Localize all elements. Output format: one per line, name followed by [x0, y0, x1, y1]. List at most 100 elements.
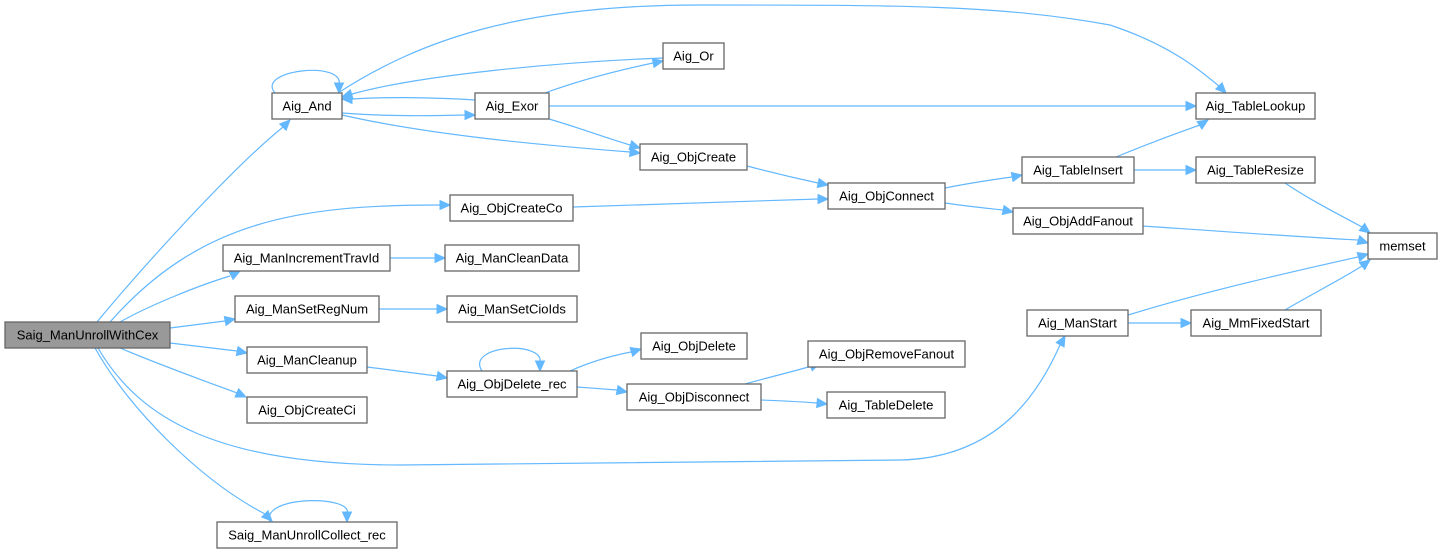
edge-aig-exor-to-aig-objcreate	[548, 118, 642, 151]
node-label: Aig_ObjDelete_rec	[457, 377, 567, 392]
edge-aig-mansetregnum-to-aig-mansetcioids	[379, 303, 449, 315]
node-label: Aig_ObjCreateCi	[258, 403, 356, 418]
arrowhead-icon	[234, 387, 248, 398]
arrowhead-icon	[816, 397, 829, 409]
node-label: Aig_ObjCreate	[651, 150, 736, 165]
edge-aig-objdelete-rec-to-aig-objdelete-rec	[479, 347, 546, 373]
edge-saig-manunrollwithcex-to-aig-mancleanup	[169, 342, 249, 357]
node-label: Aig_ManCleanData	[456, 251, 570, 266]
arrowhead-icon	[1356, 251, 1370, 263]
edge-line	[944, 202, 1004, 211]
arrowhead-icon	[1185, 164, 1198, 176]
edge-line	[341, 114, 631, 153]
node-aig-mancleanup[interactable]: Aig_ManCleanup	[246, 346, 368, 374]
arrowhead-icon	[340, 88, 354, 100]
edge-aig-objconnect-to-aig-objaddfanout	[944, 202, 1015, 216]
edge-line	[341, 112, 466, 117]
node-label: Aig_TableInsert	[1033, 163, 1123, 178]
arrowhead-icon	[1185, 100, 1198, 112]
edge-line	[760, 399, 818, 404]
node-label: Saig_ManUnrollCollect_rec	[228, 528, 386, 543]
edge-aig-and-to-aig-tablelookup	[337, 4, 1227, 94]
arrowhead-icon	[629, 346, 643, 358]
edge-line	[351, 97, 476, 101]
node-aig-mancleandata[interactable]: Aig_ManCleanData	[444, 244, 580, 272]
node-label: Aig_Or	[673, 49, 714, 64]
arrowhead-icon	[1356, 234, 1370, 246]
node-label: Saig_ManUnrollWithCex	[17, 328, 159, 343]
node-label: Aig_TableResize	[1207, 163, 1304, 178]
node-label: Aig_ManSetRegNum	[246, 302, 368, 317]
node-aig-objaddfanout[interactable]: Aig_ObjAddFanout	[1012, 207, 1144, 235]
node-aig-tabledelete[interactable]: Aig_TableDelete	[826, 391, 946, 419]
node-label: Aig_TableLookup	[1206, 99, 1306, 114]
node-aig-manstart[interactable]: Aig_ManStart	[1026, 309, 1129, 337]
node-aig-objcreateci[interactable]: Aig_ObjCreateCi	[246, 396, 368, 424]
node-aig-objdelete-rec[interactable]: Aig_ObjDelete_rec	[446, 370, 578, 398]
arrowhead-icon	[1358, 259, 1371, 271]
arrowhead-icon	[628, 139, 642, 151]
arrowhead-icon	[223, 315, 237, 327]
arrowhead-icon	[629, 146, 642, 158]
edge-line	[1284, 182, 1363, 228]
node-label: Aig_ObjDelete	[652, 339, 736, 354]
edge-saig-manunrollcollect-rec-to-saig-manunrollcollect-rec	[268, 500, 353, 524]
edge-line	[169, 320, 226, 329]
edge-aig-objcreateco-to-aig-objconnect	[572, 193, 830, 208]
arrowhead-icon	[1358, 222, 1371, 234]
node-aig-tableinsert[interactable]: Aig_TableInsert	[1021, 156, 1135, 184]
node-saig-manunrollwithcex[interactable]: Saig_ManUnrollWithCex	[4, 321, 171, 349]
edge-line	[576, 386, 618, 391]
node-label: memset	[1379, 239, 1426, 254]
node-label: Aig_TableDelete	[839, 398, 934, 413]
edges-layer	[94, 4, 1371, 524]
node-label: Aig_And	[282, 99, 331, 114]
edge-aig-exor-to-aig-and	[340, 93, 476, 105]
edge-line	[351, 57, 664, 95]
edge-aig-objconnect-to-aig-tableinsert	[944, 171, 1024, 189]
edge-aig-exor-to-aig-tablelookup	[549, 100, 1198, 112]
edge-line	[268, 500, 348, 523]
node-aig-objdelete[interactable]: Aig_ObjDelete	[640, 332, 748, 360]
edge-aig-objdisconnect-to-aig-tabledelete	[760, 397, 829, 409]
edge-aig-objdelete-rec-to-aig-objdisconnect	[576, 384, 629, 396]
arrowhead-icon	[1010, 171, 1024, 183]
node-memset[interactable]: memset	[1367, 232, 1438, 260]
arrowhead-icon	[1214, 81, 1227, 94]
node-aig-and[interactable]: Aig_And	[271, 92, 343, 120]
edge-line	[1142, 225, 1359, 241]
edge-line	[744, 365, 813, 385]
edge-line	[548, 118, 631, 146]
node-aig-mmfixedstart[interactable]: Aig_MmFixedStart	[1190, 309, 1322, 337]
arrowhead-icon	[439, 199, 452, 211]
arrowhead-icon	[435, 370, 449, 382]
edge-line	[337, 4, 1221, 94]
node-aig-objcreate[interactable]: Aig_ObjCreate	[639, 143, 748, 171]
edge-aig-tableinsert-to-aig-tablelookup	[1115, 119, 1210, 158]
edge-line	[271, 69, 340, 94]
node-aig-manincrementtravid[interactable]: Aig_ManIncrementTravId	[222, 244, 391, 272]
node-aig-objdisconnect[interactable]: Aig_ObjDisconnect	[626, 383, 762, 411]
node-aig-exor[interactable]: Aig_Exor	[474, 92, 550, 120]
node-label: Aig_ManStart	[1038, 316, 1117, 331]
edge-aig-tableresize-to-memset	[1284, 182, 1371, 234]
arrowhead-icon	[817, 193, 830, 205]
node-aig-objremovefanout[interactable]: Aig_ObjRemoveFanout	[807, 340, 966, 368]
node-saig-manunrollcollect-rec[interactable]: Saig_ManUnrollCollect_rec	[216, 521, 398, 549]
node-aig-objconnect[interactable]: Aig_ObjConnect	[827, 182, 946, 210]
arrowhead-icon	[816, 177, 830, 189]
node-aig-tableresize[interactable]: Aig_TableResize	[1195, 156, 1316, 184]
node-aig-objcreateco[interactable]: Aig_ObjCreateCo	[449, 194, 574, 222]
node-aig-or[interactable]: Aig_Or	[662, 42, 725, 70]
edge-line	[96, 126, 284, 323]
node-label: Aig_ManIncrementTravId	[234, 251, 379, 266]
edge-aig-and-to-aig-objcreate	[341, 114, 642, 158]
node-aig-tablelookup[interactable]: Aig_TableLookup	[1195, 92, 1316, 120]
node-aig-mansetcioids[interactable]: Aig_ManSetCioIds	[446, 295, 578, 323]
edge-line	[569, 351, 632, 372]
edge-line	[544, 62, 654, 94]
node-aig-mansetregnum[interactable]: Aig_ManSetRegNum	[234, 295, 380, 323]
arrowhead-icon	[333, 82, 345, 95]
arrowhead-icon	[1001, 204, 1015, 216]
